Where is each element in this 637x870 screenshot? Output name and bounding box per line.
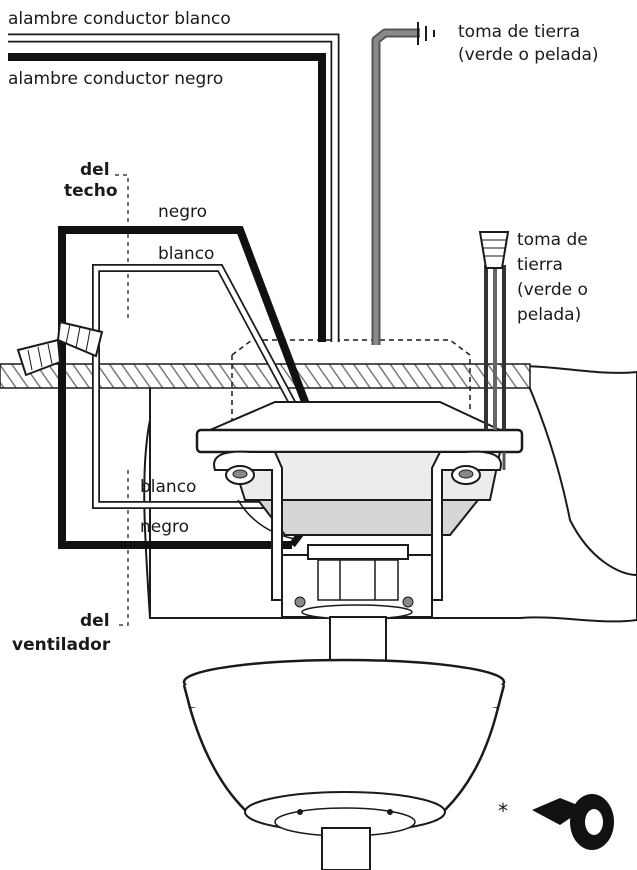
ground-symbol-icon <box>417 22 435 45</box>
label-white-conductor: alambre conductor blanco <box>8 9 231 29</box>
label-black-bottom: negro <box>140 517 189 537</box>
label-black-top: negro <box>158 202 207 222</box>
mounting-bracket <box>195 401 524 601</box>
bracket-screw-left <box>225 465 255 485</box>
labels: alambre conductor blanco alambre conduct… <box>8 9 599 823</box>
ground-wires-right <box>478 231 510 470</box>
downrod-assembly <box>281 544 433 668</box>
label-ground-top-line1: toma de tierra <box>458 22 580 42</box>
canopy <box>182 658 506 870</box>
wire-nut-icon <box>16 338 62 377</box>
wire-nut-icon <box>56 320 104 358</box>
white-conductor-wire <box>8 33 340 342</box>
label-black-conductor: alambre conductor negro <box>8 69 223 89</box>
label-ground-right-line2: tierra <box>517 255 563 275</box>
label-white-bottom: blanco <box>140 477 196 497</box>
black-conductor-wire <box>8 53 326 342</box>
electrical-tape-icon <box>532 794 614 850</box>
outlet-box-outline <box>231 339 471 420</box>
label-fan-line2: ventilador <box>12 635 111 655</box>
ceiling-hatch-band <box>0 363 531 389</box>
label-fan-line1: del <box>80 611 110 631</box>
label-ceiling-line1: del <box>80 160 110 180</box>
label-ceiling-line2: techo <box>64 181 118 201</box>
label-ground-right-line4: pelada) <box>517 305 581 325</box>
ground-wire-top <box>371 22 435 345</box>
label-white-top: blanco <box>158 244 214 264</box>
label-ground-right-line3: (verde o <box>517 280 588 300</box>
footnote-asterisk: * <box>498 799 508 823</box>
label-ground-right-line1: toma de <box>517 230 588 250</box>
wire-nut-icon <box>478 231 510 269</box>
label-guides <box>115 174 129 626</box>
label-ground-top-line2: (verde o pelada) <box>458 45 599 65</box>
bracket-screw-right <box>451 465 481 485</box>
